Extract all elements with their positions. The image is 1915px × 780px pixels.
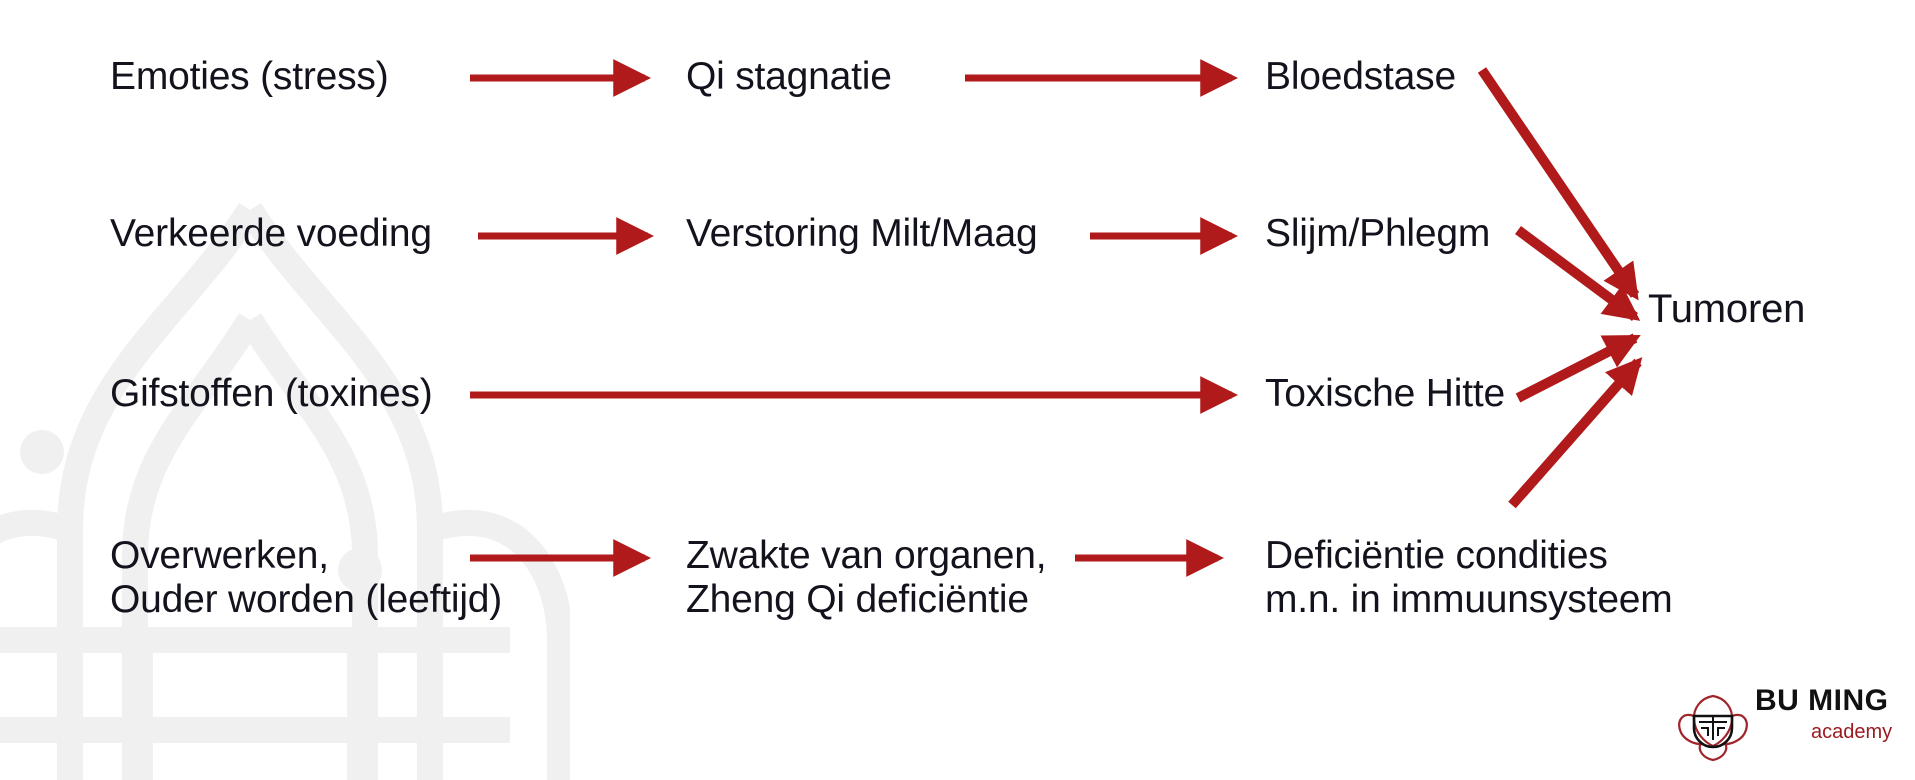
arrow-deficientie-to-tumoren <box>1508 357 1643 509</box>
arrow-bloedstase-to-tumoren <box>1477 67 1640 301</box>
middle-node-qi-stagnatie: Qi stagnatie <box>686 55 892 98</box>
cause-node-emoties: Emoties (stress) <box>110 55 389 98</box>
middle-node-zwakte-organen: Zwakte van organen, Zheng Qi deficiëntie <box>686 534 1047 622</box>
logo-brand-line1: BU MING <box>1755 684 1889 717</box>
logo-brand-line2: academy <box>1811 721 1892 743</box>
cause-node-verkeerde-voeding: Verkeerde voeding <box>110 212 432 255</box>
pathology-node-slijm-phlegm: Slijm/Phlegm <box>1265 212 1491 255</box>
arrow-toxischehitte-to-tumoren <box>1515 333 1641 403</box>
background-watermark-logo <box>0 203 570 780</box>
middle-node-verstoring-milt-maag: Verstoring Milt/Maag <box>686 212 1038 255</box>
cause-node-gifstoffen: Gifstoffen (toxines) <box>110 372 433 415</box>
cause-node-overwerken-ouder-worden: Overwerken, Ouder worden (leeftijd) <box>110 534 503 622</box>
lotus-seal-icon <box>1678 694 1748 762</box>
pathology-node-toxische-hitte: Toxische Hitte <box>1265 372 1505 415</box>
pathology-node-deficientie-condities: Deficiëntie condities m.n. in immuunsyst… <box>1265 534 1673 622</box>
arrow-slijm-to-tumoren <box>1515 225 1641 322</box>
pathology-node-bloedstase: Bloedstase <box>1265 55 1456 98</box>
outcome-node-tumoren: Tumoren <box>1648 287 1806 331</box>
bu-ming-academy-logo: BU MING academy <box>1675 676 1897 768</box>
